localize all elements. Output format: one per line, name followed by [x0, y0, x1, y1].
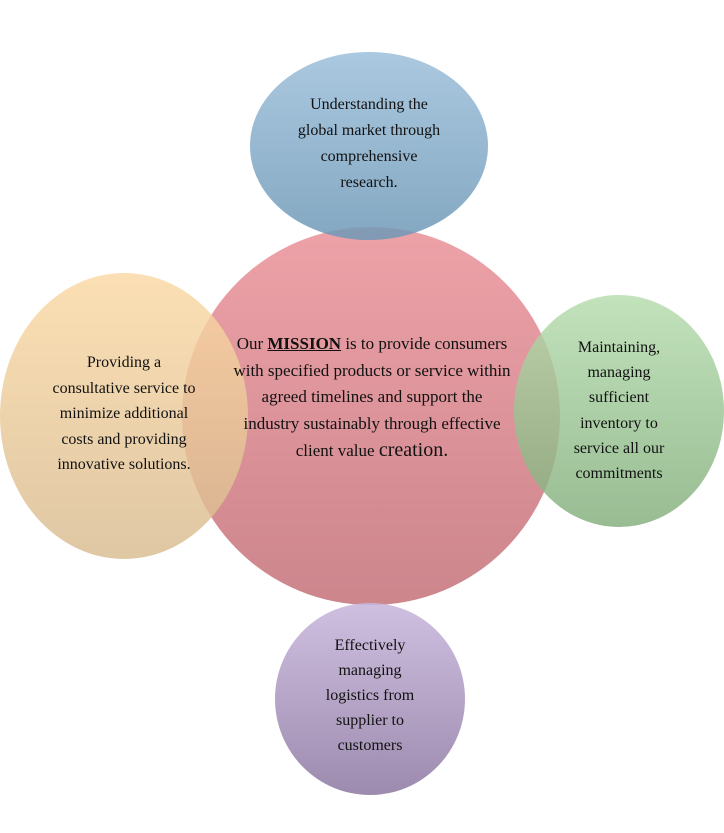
center-mission-circle — [182, 227, 560, 605]
right-inventory-text: Maintaining, managing sufficient invento… — [573, 339, 665, 483]
mission-last-word: creation. — [378, 439, 449, 461]
mission-line1-rest: is to provide — [341, 334, 431, 353]
mission-body: consumers with specified products or ser… — [233, 334, 511, 460]
top-research-circle — [250, 52, 488, 240]
right-inventory-circle — [514, 295, 724, 527]
top-research-text: Understanding the global market through … — [297, 96, 441, 191]
mission-prefix: Our — [236, 334, 268, 353]
mission-keyword: MISSION — [267, 334, 342, 353]
bottom-logistics-circle — [275, 603, 465, 795]
bottom-logistics-text: Effectively managing logistics from supp… — [325, 637, 415, 754]
left-consultative-circle — [0, 273, 248, 559]
mission-statement: Our MISSION is to provide consumers with… — [233, 331, 511, 465]
left-consultative-text: Providing a consultative service to mini… — [52, 354, 196, 473]
